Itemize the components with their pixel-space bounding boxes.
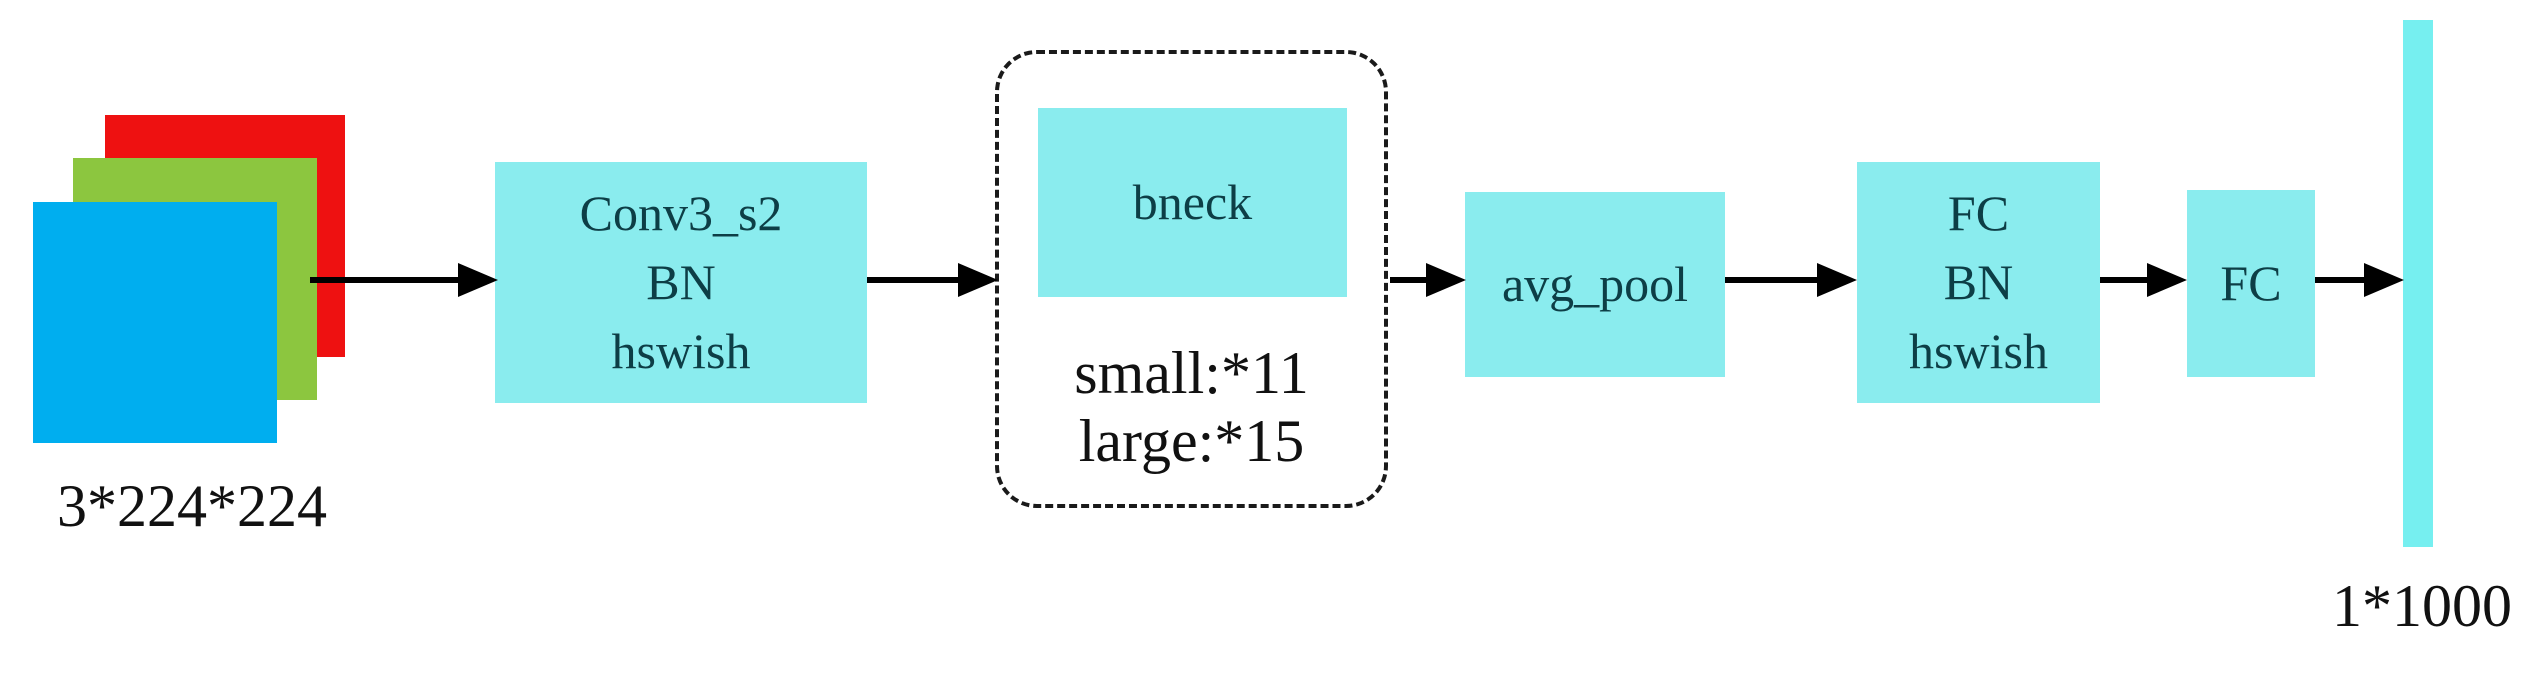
flow-arrow-conv-to-bneck [867, 262, 998, 298]
arrow-shaft [1390, 277, 1432, 283]
avg-pool-block: avg_pool [1465, 192, 1725, 377]
fc-bn-hswish-block: FC BN hswish [1857, 162, 2100, 403]
avg-pool-block-label: avg_pool [1501, 256, 1689, 312]
arrow-shaft [867, 277, 964, 283]
fc-block: FC [2187, 190, 2315, 377]
arrow-shaft [310, 277, 464, 283]
arrow-head-icon [2147, 263, 2187, 297]
output-dimension-label: 1*1000 [2332, 573, 2512, 639]
bneck-repeat-large-note: large:*15 [1078, 408, 1305, 474]
conv-block-line: hswish [611, 323, 751, 379]
bneck-block-label: bneck [1132, 174, 1253, 230]
fc-bn-hswish-block-line: FC [1947, 185, 2010, 241]
arrow-head-icon [1817, 263, 1857, 297]
flow-arrow-fcbn-to-fc [2100, 262, 2187, 298]
conv-block-line: BN [646, 254, 716, 310]
bneck-repeat-small-note: small:*11 [1074, 340, 1309, 406]
bneck-repeat-counts: small:*11 large:*15 [995, 339, 1388, 475]
fc-bn-hswish-block-line: hswish [1909, 323, 2048, 379]
flow-arrow-input-to-conv [310, 262, 498, 298]
arrow-head-icon [958, 263, 998, 297]
bneck-block: bneck [1038, 108, 1347, 297]
fc-block-label: FC [2220, 255, 2282, 311]
arrow-shaft [1725, 277, 1823, 283]
conv-block-line: Conv3_s2 [579, 185, 783, 241]
flow-arrow-avgpool-to-fcbn [1725, 262, 1857, 298]
flow-arrow-bneck-to-avgpool [1390, 262, 1466, 298]
arrow-head-icon [1426, 263, 1466, 297]
arrow-shaft [2100, 277, 2153, 283]
arrow-head-icon [2364, 263, 2404, 297]
input-dimension-label: 3*224*224 [57, 473, 327, 539]
arrow-head-icon [458, 263, 498, 297]
fc-bn-hswish-block-line: BN [1943, 254, 2014, 310]
output-vector-bar [2403, 20, 2433, 547]
arrow-shaft [2315, 277, 2370, 283]
flow-arrow-fc-to-output [2315, 262, 2404, 298]
input-channel-blue-square [33, 202, 277, 443]
conv-block: Conv3_s2 BN hswish [495, 162, 867, 403]
